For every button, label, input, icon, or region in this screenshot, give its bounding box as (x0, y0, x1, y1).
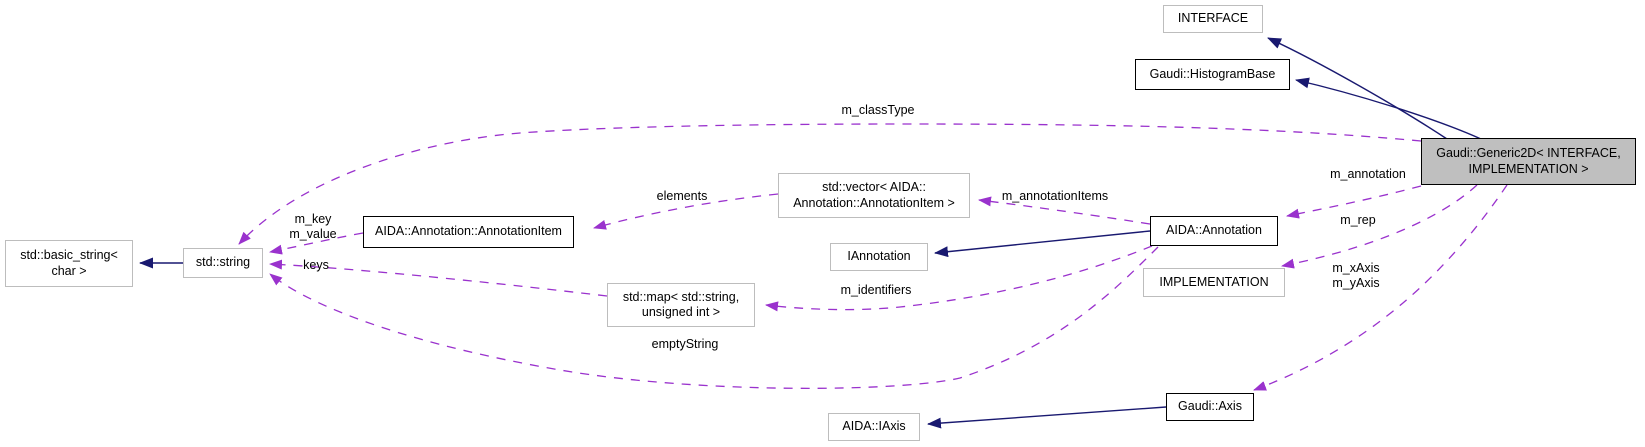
edge-annotation-to-iannotation (934, 230, 1151, 258)
node-std-vector-annotationitem-line2: Annotation::AnnotationItem > (793, 195, 955, 210)
node-gaudi-generic2d: Gaudi::Generic2D< INTERFACE, IMPLEMENTAT… (1421, 138, 1636, 185)
node-std-map-line2: unsigned int > (641, 305, 721, 319)
edge-label-m-classtype: m_classType (841, 103, 915, 117)
node-std-map: std::map< std::string, unsigned int > (607, 283, 755, 327)
node-implementation-label: IMPLEMENTATION (1159, 274, 1269, 289)
edge-emptystring (269, 246, 1159, 389)
node-std-basic-string-line2: char > (51, 263, 87, 278)
edge-generic2d-to-histogrambase (1295, 77, 1482, 140)
edge-label-m-rep: m_rep (1340, 213, 1376, 227)
node-aida-annotation-annotationitem[interactable]: AIDA::Annotation::AnnotationItem (363, 216, 574, 248)
edge-m-annotationitems (978, 196, 1151, 225)
edge-m-key-m-value (269, 232, 364, 255)
node-gaudi-generic2d-line1: Gaudi::Generic2D< INTERFACE, (1436, 146, 1621, 161)
edge-elements (593, 193, 779, 230)
node-interface: INTERFACE (1163, 5, 1263, 33)
edge-keys (269, 259, 608, 297)
edge-label-m-key: m_key (294, 212, 332, 226)
edge-m-xaxis-m-yaxis (1253, 184, 1508, 391)
edge-label-m-value: m_value (289, 227, 337, 242)
node-gaudi-axis[interactable]: Gaudi::Axis (1166, 393, 1254, 421)
edge-m-classtype (238, 123, 1422, 245)
node-iannotation-label: IAnnotation (847, 249, 911, 264)
edge-label-emptystring: emptyString (651, 337, 719, 351)
edge-m-identifiers (765, 245, 1153, 312)
edge-m-annotation (1286, 185, 1422, 219)
edge-m-rep (1281, 184, 1478, 269)
edge-gaudiaxis-to-iaxis (927, 406, 1167, 429)
node-gaudi-axis-label: Gaudi::Axis (1178, 399, 1242, 414)
edge-generic2d-to-interface (1267, 37, 1448, 140)
node-std-map-line1: std::map< std::string, (622, 289, 740, 304)
node-aida-annotation[interactable]: AIDA::Annotation (1150, 216, 1278, 246)
node-gaudi-histogrambase-label: Gaudi::HistogramBase (1149, 66, 1276, 81)
edge-label-m-xaxis-m-yaxis: m_xAxis m_yAxis (1332, 261, 1379, 292)
node-std-basic-string: std::basic_string< char > (5, 240, 133, 287)
node-gaudi-generic2d-line2: IMPLEMENTATION > (1468, 161, 1589, 176)
node-aida-iaxis: AIDA::IAxis (828, 413, 920, 441)
edge-label-m-identifiers: m_identifiers (840, 283, 912, 297)
node-interface-label: INTERFACE (1177, 11, 1249, 26)
edge-label-m-annotationitems: m_annotationItems (1001, 189, 1109, 203)
node-implementation: IMPLEMENTATION (1143, 268, 1285, 297)
node-std-string-label: std::string (195, 255, 251, 270)
node-std-vector-annotationitem: std::vector< AIDA:: Annotation::Annotati… (778, 173, 970, 218)
node-aida-annotation-annotationitem-label: AIDA::Annotation::AnnotationItem (375, 224, 562, 239)
node-iannotation: IAnnotation (830, 243, 928, 271)
edge-label-m-xaxis: m_xAxis (1332, 261, 1380, 275)
edge-label-m-annotation: m_annotation (1330, 167, 1406, 181)
node-std-string: std::string (183, 248, 263, 278)
edge-label-m-key-m-value: m_key m_value (289, 212, 336, 243)
edge-label-elements: elements (656, 189, 708, 203)
node-std-basic-string-line1: std::basic_string< (20, 248, 118, 263)
node-aida-annotation-label: AIDA::Annotation (1166, 223, 1262, 238)
edge-label-m-yaxis: m_yAxis (1332, 276, 1380, 291)
node-std-vector-annotationitem-line1: std::vector< AIDA:: (822, 180, 926, 195)
node-aida-iaxis-label: AIDA::IAxis (842, 419, 906, 434)
edge-label-keys: keys (303, 258, 329, 272)
node-gaudi-histogrambase[interactable]: Gaudi::HistogramBase (1135, 59, 1290, 90)
